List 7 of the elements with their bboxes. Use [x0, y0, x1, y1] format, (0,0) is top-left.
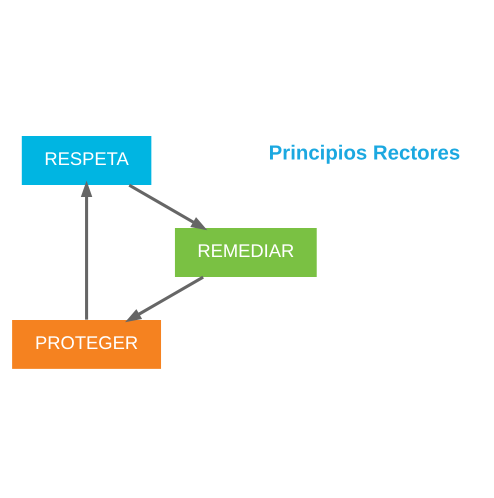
- arrow: [80, 180, 92, 320]
- node-box: RESPETA: [22, 136, 152, 185]
- node-box: REMEDIAR: [174, 228, 317, 276]
- label: Principios Rectores: [268, 142, 460, 164]
- arrow: [125, 275, 204, 322]
- arrow: [128, 183, 208, 230]
- node-box: PROTEGER: [12, 319, 162, 368]
